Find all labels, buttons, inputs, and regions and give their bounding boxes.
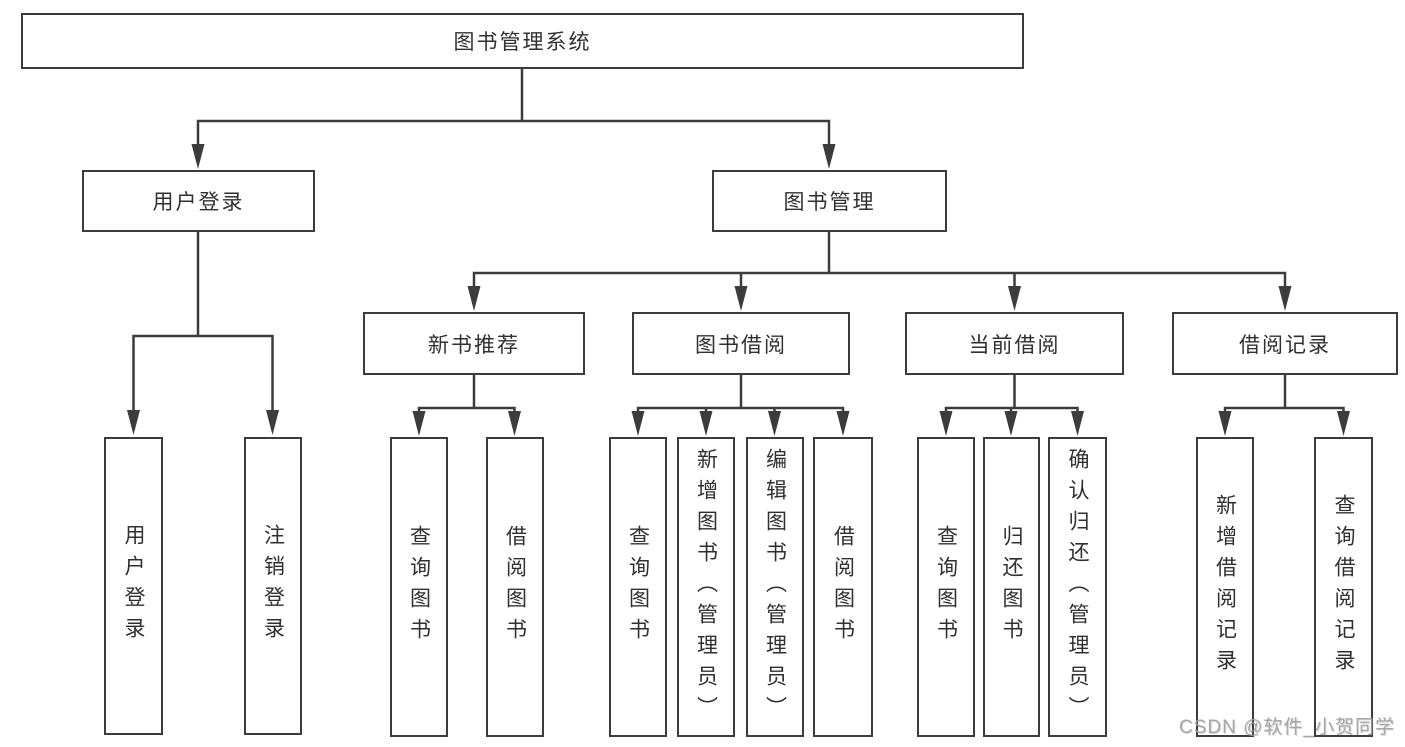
node-label: 新增借阅记录 xyxy=(1213,494,1237,680)
connector-borrow-to-leaves xyxy=(631,375,850,436)
node-leaf-query-books-3: 查询图书 xyxy=(917,437,975,737)
node-branch-book-management: 图书管理 xyxy=(712,170,947,232)
connector-bookmgmt-to-modules xyxy=(467,232,1292,311)
node-label: 图书管理 xyxy=(783,191,876,214)
node-module-book-borrowing: 图书借阅 xyxy=(632,312,850,375)
node-label: 图书借阅 xyxy=(695,333,787,357)
node-label: 图书管理系统 xyxy=(453,31,592,54)
node-leaf-confirm-return-admin: 确认归还（管理员） xyxy=(1048,437,1107,737)
node-module-current-borrowing: 当前借阅 xyxy=(905,312,1124,375)
node-leaf-logout: 注销登录 xyxy=(244,437,302,735)
connector-userlogin-to-leaves xyxy=(127,232,279,435)
node-module-new-book-recommend: 新书推荐 xyxy=(363,312,585,375)
node-leaf-borrow-books-2: 借阅图书 xyxy=(813,437,873,737)
node-leaf-user-login: 用户登录 xyxy=(104,437,163,735)
node-label: 新增图书（管理员） xyxy=(694,447,718,727)
node-leaf-return-books: 归还图书 xyxy=(983,437,1040,737)
node-module-borrowing-records: 借阅记录 xyxy=(1172,312,1398,375)
connector-newbooks-to-leaves xyxy=(412,375,521,436)
node-root-system: 图书管理系统 xyxy=(21,13,1024,69)
node-label: 查询图书 xyxy=(407,525,431,649)
node-label: 借阅图书 xyxy=(503,525,527,649)
node-leaf-add-borrow-record: 新增借阅记录 xyxy=(1196,437,1254,737)
connector-root-to-branches xyxy=(191,68,836,169)
node-label: 借阅图书 xyxy=(831,525,855,649)
node-leaf-add-books-admin: 新增图书（管理员） xyxy=(677,437,735,737)
watermark-text: CSDN @软件_小贺同学 xyxy=(1179,717,1395,738)
connector-current-to-leaves xyxy=(939,375,1084,436)
node-label: 当前借阅 xyxy=(968,333,1061,357)
node-leaf-query-borrow-record: 查询借阅记录 xyxy=(1314,437,1373,737)
node-label: 用户登录 xyxy=(152,191,245,214)
node-label: 查询图书 xyxy=(626,525,650,649)
node-label: 查询借阅记录 xyxy=(1332,494,1355,680)
node-label: 查询图书 xyxy=(934,525,958,649)
node-label: 注销登录 xyxy=(261,524,285,648)
node-label: 归还图书 xyxy=(1000,525,1023,649)
node-branch-user-login: 用户登录 xyxy=(82,170,315,232)
node-leaf-edit-books-admin: 编辑图书（管理员） xyxy=(746,437,804,737)
node-label: 用户登录 xyxy=(122,524,145,648)
node-label: 确认归还（管理员） xyxy=(1066,447,1089,727)
node-label: 借阅记录 xyxy=(1239,333,1331,357)
node-leaf-borrow-books-1: 借阅图书 xyxy=(486,437,544,737)
node-label: 新书推荐 xyxy=(428,333,520,357)
node-label: 编辑图书（管理员） xyxy=(763,447,787,727)
node-leaf-query-books-2: 查询图书 xyxy=(609,437,667,737)
node-leaf-query-books-1: 查询图书 xyxy=(390,437,448,737)
connector-records-to-leaves xyxy=(1218,375,1350,436)
